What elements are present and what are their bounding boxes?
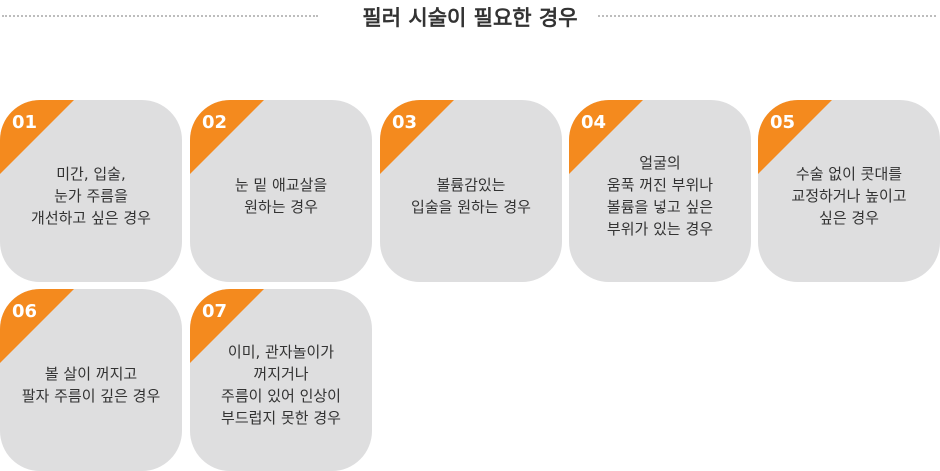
number-corner-badge	[569, 100, 643, 174]
card-text-line: 주름이 있어 인상이	[221, 387, 341, 405]
card-text-line: 교정하거나 높이고	[791, 187, 907, 205]
card-text-line: 개선하고 싶은 경우	[31, 209, 151, 227]
card-text-line: 볼륨감있는	[436, 176, 506, 194]
card-text-line: 부드럽지 못한 경우	[221, 409, 341, 427]
dotted-divider-left	[2, 15, 318, 17]
card-text-line: 눈가 주름을	[54, 187, 128, 205]
number-corner-badge	[380, 100, 454, 174]
filler-case-card-06: 06 볼 살이 꺼지고 팔자 주름이 깊은 경우	[0, 289, 182, 471]
card-text-line: 부위가 있는 경우	[606, 220, 714, 238]
card-description: 눈 밑 애교살을 원하는 경우	[196, 100, 366, 282]
card-description: 미간, 입술, 눈가 주름을 개선하고 싶은 경우	[6, 100, 176, 282]
card-text-line: 미간, 입술,	[56, 165, 126, 183]
card-text-line: 원하는 경우	[244, 198, 318, 216]
section-header: 필러 시술이 필요한 경우	[0, 0, 940, 34]
card-number: 06	[12, 301, 38, 322]
card-text-line: 얼굴의	[639, 154, 681, 172]
card-text-line: 팔자 주름이 깊은 경우	[21, 387, 161, 405]
filler-case-card-05: 05 수술 없이 콧대를 교정하거나 높이고 싶은 경우	[758, 100, 940, 282]
card-text-line: 눈 밑 애교살을	[234, 176, 328, 194]
card-number: 01	[12, 112, 38, 133]
filler-case-card-04: 04 얼굴의 움푹 꺼진 부위나 볼륨을 넣고 싶은 부위가 있는 경우	[569, 100, 751, 282]
card-description: 수술 없이 콧대를 교정하거나 높이고 싶은 경우	[764, 100, 934, 282]
card-description: 볼륨감있는 입술을 원하는 경우	[386, 100, 556, 282]
card-text-line: 꺼지거나	[253, 365, 309, 383]
filler-case-card-07: 07 이미, 관자놀이가 꺼지거나 주름이 있어 인상이 부드럽지 못한 경우	[190, 289, 372, 471]
number-corner-badge	[758, 100, 832, 174]
card-number: 04	[581, 112, 607, 133]
filler-case-card-02: 02 눈 밑 애교살을 원하는 경우	[190, 100, 372, 282]
card-description: 이미, 관자놀이가 꺼지거나 주름이 있어 인상이 부드럽지 못한 경우	[196, 289, 366, 471]
card-text-line: 이미, 관자놀이가	[227, 343, 335, 361]
card-text-line: 싶은 경우	[819, 209, 879, 227]
card-description: 얼굴의 움푹 꺼진 부위나 볼륨을 넣고 싶은 부위가 있는 경우	[575, 100, 745, 282]
card-number: 02	[202, 112, 228, 133]
dotted-divider-right	[598, 15, 936, 17]
card-number: 03	[392, 112, 418, 133]
card-number: 07	[202, 301, 228, 322]
card-description: 볼 살이 꺼지고 팔자 주름이 깊은 경우	[6, 289, 176, 471]
filler-case-card-03: 03 볼륨감있는 입술을 원하는 경우	[380, 100, 562, 282]
card-text-line: 볼 살이 꺼지고	[44, 365, 138, 383]
number-corner-badge	[190, 100, 264, 174]
number-corner-badge	[190, 289, 264, 363]
number-corner-badge	[0, 100, 74, 174]
card-number: 05	[770, 112, 796, 133]
card-text-line: 움푹 꺼진 부위나	[606, 176, 714, 194]
filler-case-card-01: 01 미간, 입술, 눈가 주름을 개선하고 싶은 경우	[0, 100, 182, 282]
number-corner-badge	[0, 289, 74, 363]
card-text-line: 입술을 원하는 경우	[411, 198, 531, 216]
section-title: 필러 시술이 필요한 경우	[362, 6, 578, 30]
card-text-line: 볼륨을 넣고 싶은	[606, 198, 714, 216]
card-text-line: 수술 없이 콧대를	[795, 165, 903, 183]
